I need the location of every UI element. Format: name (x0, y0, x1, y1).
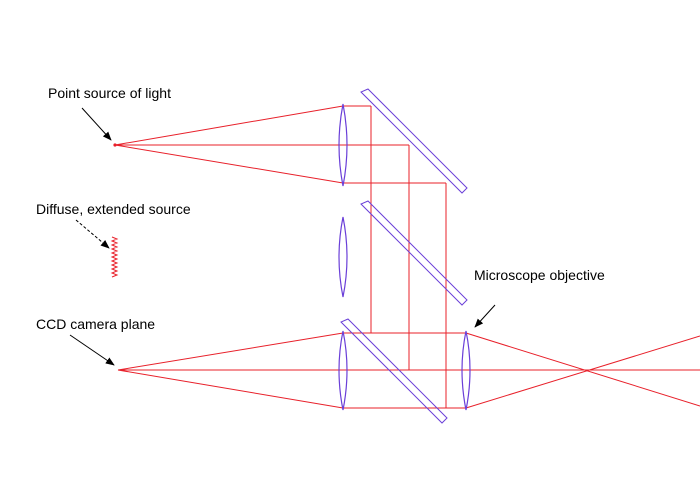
beam-splitter-top (360, 88, 468, 194)
label-ccd-plane: CCD camera plane (36, 316, 155, 332)
beam-splitter-middle (360, 200, 468, 306)
label-point-source: Point source of light (48, 85, 171, 101)
light-rays (114, 105, 700, 409)
lens-microscope-objective (461, 330, 471, 411)
lens-middle (338, 216, 348, 298)
ray-ccd-top (117, 332, 344, 371)
point-source-dot (113, 143, 117, 147)
ray-ccd-bottom (117, 369, 344, 409)
diffuse-source-zigzag (110, 236, 119, 278)
pointer-ccd-plane (69, 334, 115, 366)
pointer-objective (474, 304, 496, 328)
label-diffuse-source: Diffuse, extended source (36, 201, 191, 217)
optical-elements (338, 88, 471, 424)
ray-objective-bottom (465, 335, 700, 409)
ray-source-bottom (114, 144, 344, 184)
ray-source-top (114, 105, 344, 146)
pointer-point-source (81, 107, 112, 141)
lens-ccd-lower (338, 330, 348, 411)
lens-collimator-top (338, 103, 348, 187)
beam-splitter-bottom (340, 318, 448, 424)
label-microscope-objective: Microscope objective (474, 267, 605, 283)
pointer-diffuse-source (75, 219, 110, 249)
